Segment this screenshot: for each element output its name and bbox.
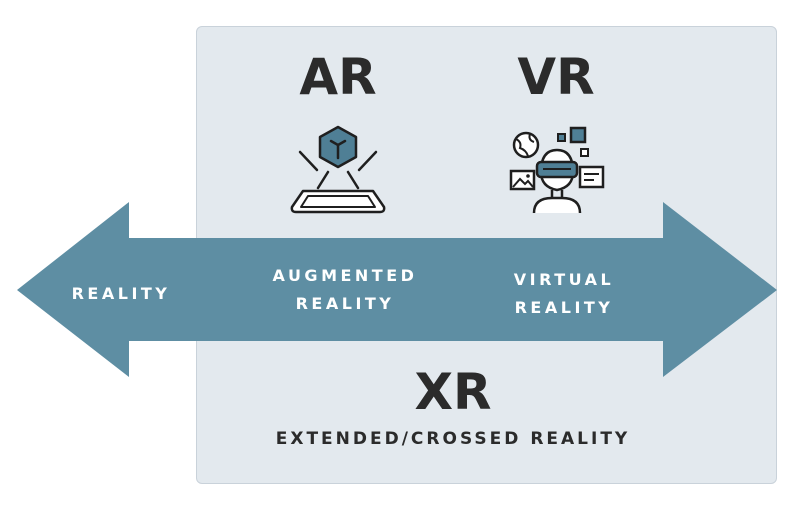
tablet-hologram-cube-icon	[290, 125, 386, 214]
ar-heading: AR	[299, 48, 376, 106]
virtual-reality-label-line1: VIRTUAL	[514, 270, 614, 289]
xr-subtitle: EXTENDED/CROSSED REALITY	[276, 429, 631, 449]
virtual-reality-label-line2: REALITY	[515, 298, 614, 317]
reality-label: REALITY	[72, 284, 171, 303]
augmented-reality-label-line2: REALITY	[296, 294, 395, 313]
vr-heading: VR	[517, 48, 594, 106]
person-vr-headset-icon	[509, 126, 605, 214]
augmented-reality-label-line1: AUGMENTED	[273, 266, 418, 285]
spectrum-double-arrow	[17, 202, 777, 377]
xr-heading: XR	[414, 363, 491, 421]
